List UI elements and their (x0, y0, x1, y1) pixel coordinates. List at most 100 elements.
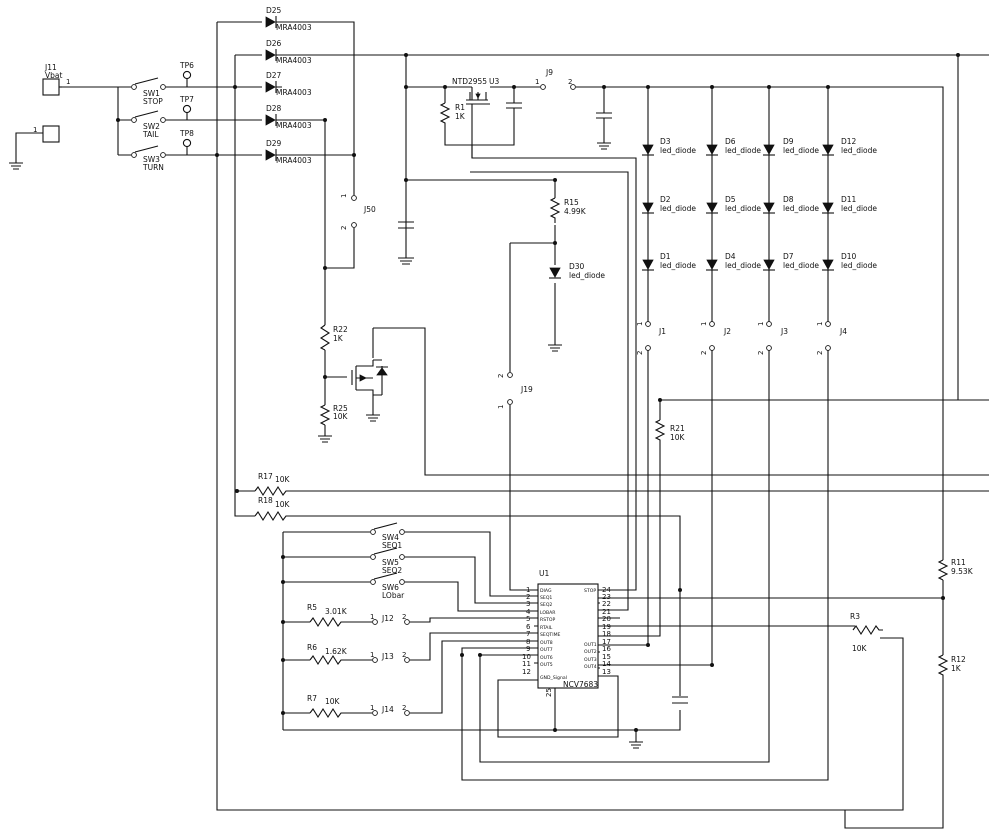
svg-text:SW6: SW6 (382, 583, 399, 592)
svg-text:SW1: SW1 (143, 89, 160, 98)
svg-text:22: 22 (602, 600, 611, 608)
svg-text:D5: D5 (725, 195, 736, 204)
svg-text:MRA4003: MRA4003 (276, 56, 312, 65)
diode-d29: D29 MRA4003 (265, 139, 312, 165)
svg-text:R15: R15 (564, 198, 579, 207)
svg-text:RSTOP: RSTOP (540, 617, 556, 623)
svg-text:D29: D29 (266, 139, 282, 148)
svg-text:D6: D6 (725, 137, 736, 146)
svg-text:D10: D10 (841, 252, 857, 261)
svg-text:SW5: SW5 (382, 558, 399, 567)
svg-text:1: 1 (526, 586, 530, 594)
svg-text:1: 1 (33, 126, 37, 134)
svg-text:24: 24 (602, 586, 611, 594)
svg-text:D28: D28 (266, 104, 282, 113)
svg-text:1: 1 (636, 322, 644, 326)
svg-text:14: 14 (602, 660, 611, 668)
svg-text:J13: J13 (381, 652, 394, 661)
ground-ic (629, 741, 643, 749)
jumper-j3: 1 2 J3 (757, 321, 788, 355)
svg-text:R22: R22 (333, 325, 348, 334)
svg-text:R1: R1 (455, 103, 465, 112)
svg-text:1: 1 (497, 405, 505, 409)
svg-text:SEQTIME: SEQTIME (540, 632, 561, 638)
test-point-tp6: TP6 (179, 61, 194, 87)
svg-text:1: 1 (370, 651, 374, 659)
connector-ground: 1 (9, 125, 60, 170)
svg-text:MRA4003: MRA4003 (276, 121, 312, 130)
svg-text:SEQ2: SEQ2 (382, 566, 402, 575)
capacitor-ic (672, 696, 688, 704)
svg-text:10K: 10K (275, 500, 291, 509)
svg-text:D3: D3 (660, 137, 671, 146)
svg-text:D8: D8 (783, 195, 794, 204)
svg-text:10K: 10K (852, 644, 868, 653)
svg-text:4.99K: 4.99K (564, 207, 587, 216)
svg-text:3: 3 (526, 600, 530, 608)
svg-text:12: 12 (522, 668, 531, 676)
svg-text:Vbat: Vbat (45, 71, 62, 80)
jumper-j13: 1 2 J13 (370, 651, 410, 663)
svg-text:R7: R7 (307, 694, 317, 703)
svg-text:16: 16 (602, 645, 611, 653)
svg-text:J2: J2 (723, 327, 731, 336)
svg-text:D30: D30 (569, 262, 585, 271)
svg-text:led_diode: led_diode (725, 146, 761, 155)
svg-text:R12: R12 (951, 655, 966, 664)
svg-text:7: 7 (526, 630, 530, 638)
svg-text:OUT7: OUT7 (540, 647, 553, 653)
svg-text:SW2: SW2 (143, 122, 160, 131)
svg-text:LObar: LObar (382, 591, 405, 600)
svg-text:SW3: SW3 (143, 155, 160, 164)
svg-text:D11: D11 (841, 195, 857, 204)
svg-text:2: 2 (402, 704, 406, 712)
svg-text:2: 2 (340, 226, 348, 230)
switch-sw2: SW2 TAIL (131, 110, 166, 139)
resistor-r21: R21 10K (654, 419, 686, 450)
svg-text:2: 2 (526, 593, 530, 601)
svg-text:OUT5: OUT5 (540, 662, 553, 668)
svg-text:1: 1 (700, 322, 708, 326)
svg-text:led_diode: led_diode (841, 146, 877, 155)
svg-text:TP7: TP7 (179, 95, 194, 104)
svg-text:17: 17 (602, 638, 611, 646)
svg-text:TAIL: TAIL (142, 130, 159, 139)
svg-text:1: 1 (757, 322, 765, 326)
switch-sw3: SW3 TURN (131, 145, 166, 172)
svg-text:11: 11 (522, 660, 531, 668)
svg-text:D27: D27 (266, 71, 282, 80)
svg-text:1K: 1K (455, 112, 466, 121)
resistor-r15: R15 4.99K (549, 197, 587, 223)
svg-text:2: 2 (816, 351, 824, 355)
svg-text:6: 6 (526, 623, 531, 631)
ic-u1: U1 NCV7683 25 1 2 3 4 5 6 7 8 9 10 11 12… (522, 569, 611, 700)
svg-text:10K: 10K (333, 412, 349, 421)
resistor-r1: R1 1K (439, 102, 466, 128)
svg-text:15: 15 (602, 653, 611, 661)
svg-text:3.01K: 3.01K (325, 607, 348, 616)
svg-text:led_diode: led_diode (660, 146, 696, 155)
svg-text:OUT8: OUT8 (540, 640, 553, 646)
jumper-j14: 1 2 J14 (370, 704, 410, 716)
svg-text:TURN: TURN (142, 163, 164, 172)
diode-d26: D26 MRA4003 (265, 39, 312, 65)
switch-sw4: SW4 SEQ1 (370, 522, 405, 550)
svg-text:1: 1 (340, 194, 348, 198)
svg-text:led_diode: led_diode (841, 204, 877, 213)
svg-text:2: 2 (700, 351, 708, 355)
svg-text:SEQ1: SEQ1 (382, 541, 402, 550)
svg-text:OUT3: OUT3 (584, 657, 597, 663)
svg-text:R11: R11 (951, 558, 966, 567)
svg-text:20: 20 (602, 615, 611, 623)
svg-text:NTD2955: NTD2955 (452, 77, 487, 86)
svg-text:D25: D25 (266, 6, 282, 15)
svg-text:R18: R18 (258, 496, 273, 505)
svg-text:10: 10 (522, 653, 531, 661)
